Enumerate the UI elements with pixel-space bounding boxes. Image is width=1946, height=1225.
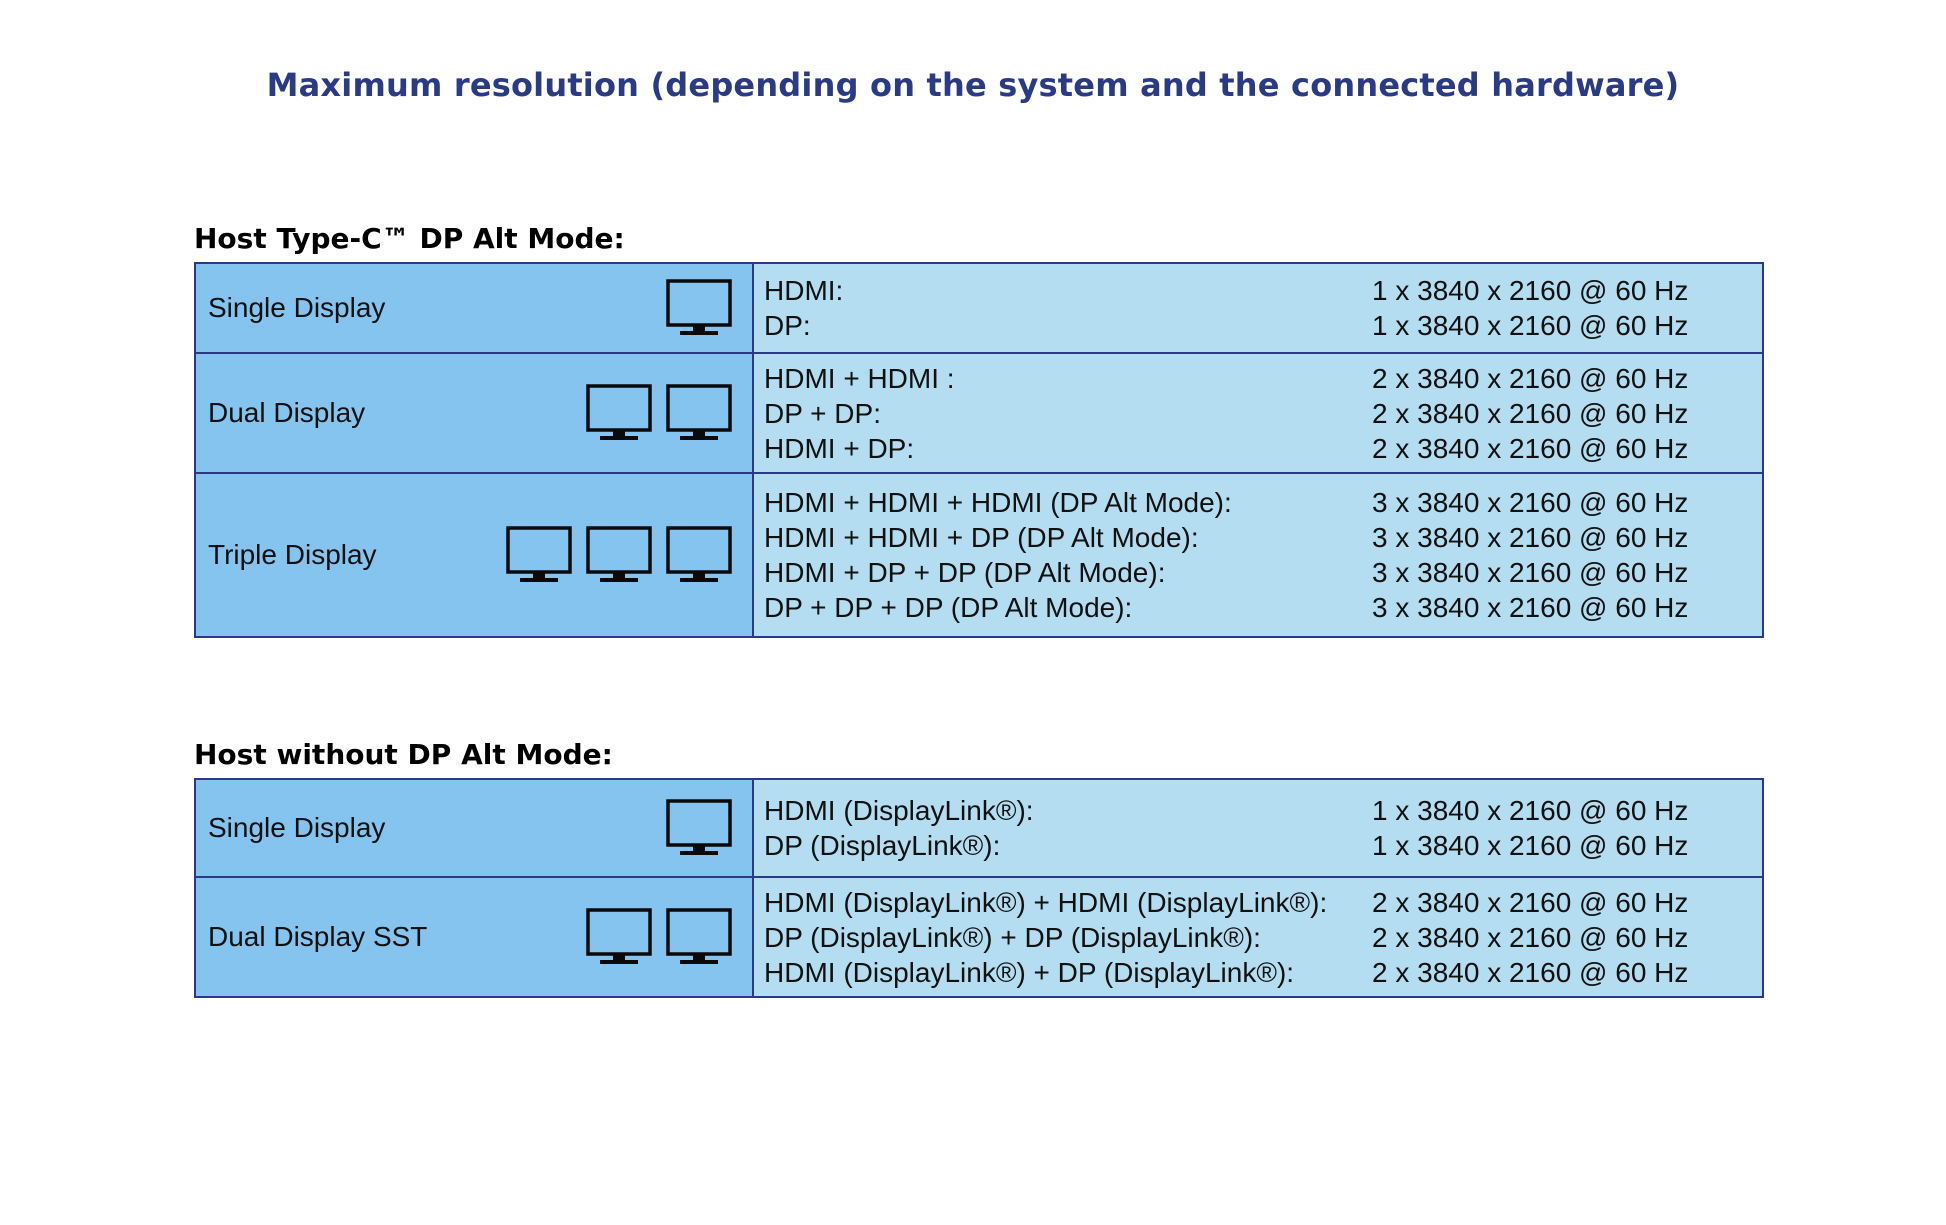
port-combination: HDMI + HDMI + DP (DP Alt Mode): — [764, 522, 1199, 553]
table-row-dual-display-sst: Dual Display SST HDMI (DisplayLink®) + H… — [196, 876, 1762, 996]
port-combination: DP + DP + DP (DP Alt Mode): — [764, 592, 1133, 623]
value-line: DP + DP + DP (DP Alt Mode): 3 x 3840 x 2… — [764, 590, 1752, 625]
monitor-icon — [586, 384, 652, 440]
max-resolution: 2 x 3840 x 2160 @ 60 Hz — [1372, 921, 1689, 953]
port-combination: HDMI (DisplayLink®) + DP (DisplayLink®): — [764, 956, 1295, 988]
max-resolution: 3 x 3840 x 2160 @ 60 Hz — [1372, 522, 1689, 553]
port-combination: HDMI: — [764, 275, 844, 306]
row-values-cell: HDMI (DisplayLink®) + HDMI (DisplayLink®… — [754, 878, 1762, 996]
row-label-cell: Dual Display — [196, 354, 754, 472]
value-line: HDMI (DisplayLink®) + HDMI (DisplayLink®… — [764, 885, 1752, 920]
value-line: HDMI + HDMI + DP (DP Alt Mode): 3 x 3840… — [764, 520, 1752, 555]
monitor-icon — [666, 279, 732, 335]
monitor-icon — [666, 526, 732, 582]
row-values-cell: HDMI (DisplayLink®): 1 x 3840 x 2160 @ 6… — [754, 780, 1762, 876]
table-row-single-display: Single Display HDMI: 1 x 3840 x 2160 @ 6… — [196, 264, 1762, 352]
table-row-triple-display: Triple Display HDMI + HDMI + HDMI (DP Al… — [196, 472, 1762, 636]
row-values-cell: HDMI + HDMI : 2 x 3840 x 2160 @ 60 Hz DP… — [754, 354, 1762, 472]
table-row-single-display: Single Display HDMI (DisplayLink®): 1 x … — [196, 780, 1762, 876]
port-combination: DP + DP: — [764, 397, 881, 429]
port-combination: HDMI (DisplayLink®): — [764, 795, 1034, 826]
port-combination: DP: — [764, 310, 811, 341]
monitor-icon-group — [666, 279, 732, 337]
row-label-cell: Single Display — [196, 780, 754, 876]
section-heading: Host without DP Alt Mode: — [194, 738, 613, 771]
monitor-icon-group — [666, 799, 732, 857]
max-resolution: 1 x 3840 x 2160 @ 60 Hz — [1372, 795, 1689, 826]
port-combination: HDMI + HDMI + HDMI (DP Alt Mode): — [764, 487, 1232, 518]
value-line: DP (DisplayLink®): 1 x 3840 x 2160 @ 60 … — [764, 828, 1752, 863]
monitor-icon — [586, 908, 652, 964]
max-resolution: 1 x 3840 x 2160 @ 60 Hz — [1372, 310, 1689, 341]
table-row-dual-display: Dual Display HDMI + HDMI : 2 x 3840 x 21… — [196, 352, 1762, 472]
port-combination: HDMI + HDMI : — [764, 362, 955, 394]
monitor-icon — [666, 799, 732, 855]
value-line: HDMI (DisplayLink®): 1 x 3840 x 2160 @ 6… — [764, 793, 1752, 828]
max-resolution: 3 x 3840 x 2160 @ 60 Hz — [1372, 557, 1689, 588]
resolution-table-displaylink: Single Display HDMI (DisplayLink®): 1 x … — [194, 778, 1764, 998]
monitor-icon-group — [586, 384, 732, 442]
value-line: HDMI: 1 x 3840 x 2160 @ 60 Hz — [764, 273, 1752, 308]
row-label-cell: Single Display — [196, 264, 754, 352]
monitor-icon — [666, 908, 732, 964]
row-label: Dual Display — [208, 397, 366, 428]
monitor-icon — [586, 526, 652, 582]
value-line: HDMI + HDMI : 2 x 3840 x 2160 @ 60 Hz — [764, 361, 1752, 396]
port-combination: DP (DisplayLink®): — [764, 830, 1001, 861]
row-label: Single Display — [208, 812, 386, 843]
monitor-icon — [666, 384, 732, 440]
port-combination: HDMI (DisplayLink®) + HDMI (DisplayLink®… — [764, 886, 1328, 918]
max-resolution: 2 x 3840 x 2160 @ 60 Hz — [1372, 362, 1689, 394]
resolution-table-dp-alt: Single Display HDMI: 1 x 3840 x 2160 @ 6… — [194, 262, 1764, 638]
value-line: HDMI + DP: 2 x 3840 x 2160 @ 60 Hz — [764, 431, 1752, 466]
row-label: Triple Display — [208, 539, 377, 570]
value-line: HDMI + HDMI + HDMI (DP Alt Mode): 3 x 38… — [764, 485, 1752, 520]
row-values-cell: HDMI + HDMI + HDMI (DP Alt Mode): 3 x 38… — [754, 474, 1762, 636]
row-values-cell: HDMI: 1 x 3840 x 2160 @ 60 Hz DP: 1 x 38… — [754, 264, 1762, 352]
port-combination: HDMI + DP: — [764, 432, 915, 464]
max-resolution: 1 x 3840 x 2160 @ 60 Hz — [1372, 275, 1689, 306]
row-label: Single Display — [208, 292, 386, 323]
page-title: Maximum resolution (depending on the sys… — [266, 66, 1680, 104]
port-combination: DP (DisplayLink®) + DP (DisplayLink®): — [764, 921, 1261, 953]
max-resolution: 2 x 3840 x 2160 @ 60 Hz — [1372, 886, 1689, 918]
section-heading: Host Type-C™ DP Alt Mode: — [194, 222, 625, 255]
monitor-icon-group — [506, 526, 732, 584]
value-line: DP: 1 x 3840 x 2160 @ 60 Hz — [764, 308, 1752, 343]
max-resolution: 1 x 3840 x 2160 @ 60 Hz — [1372, 830, 1689, 861]
value-line: DP (DisplayLink®) + DP (DisplayLink®): 2… — [764, 920, 1752, 955]
value-line: HDMI (DisplayLink®) + DP (DisplayLink®):… — [764, 955, 1752, 990]
value-line: DP + DP: 2 x 3840 x 2160 @ 60 Hz — [764, 396, 1752, 431]
monitor-icon — [506, 526, 572, 582]
row-label-cell: Triple Display — [196, 474, 754, 636]
max-resolution: 3 x 3840 x 2160 @ 60 Hz — [1372, 592, 1689, 623]
max-resolution: 2 x 3840 x 2160 @ 60 Hz — [1372, 397, 1689, 429]
max-resolution: 2 x 3840 x 2160 @ 60 Hz — [1372, 956, 1689, 988]
max-resolution: 2 x 3840 x 2160 @ 60 Hz — [1372, 432, 1689, 464]
port-combination: HDMI + DP + DP (DP Alt Mode): — [764, 557, 1166, 588]
row-label-cell: Dual Display SST — [196, 878, 754, 996]
monitor-icon-group — [586, 908, 732, 966]
value-line: HDMI + DP + DP (DP Alt Mode): 3 x 3840 x… — [764, 555, 1752, 590]
max-resolution: 3 x 3840 x 2160 @ 60 Hz — [1372, 487, 1689, 518]
row-label: Dual Display SST — [208, 921, 428, 952]
